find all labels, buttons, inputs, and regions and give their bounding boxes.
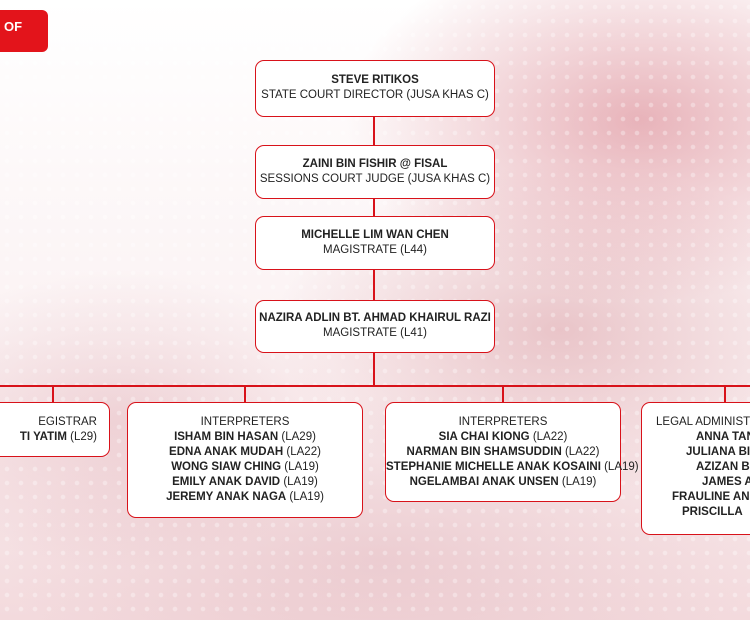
- magistrate-l41-box: NAZIRA ADLIN BT. AHMAD KHAIRUL RAZI MAGI…: [255, 300, 495, 353]
- magistrate-l44-title: MAGISTRATE (L44): [323, 244, 427, 256]
- legal-admin-member: JULIANA BIN: [656, 445, 750, 460]
- connector-magistrate1-magistrate2: [373, 270, 375, 300]
- member-name: AZIZAN BI: [696, 461, 750, 473]
- interpreter-member: EMILY ANAK DAVID (LA19): [128, 475, 362, 490]
- interpreter-member: WONG SIAW CHING (LA19): [128, 460, 362, 475]
- legal-admin-member: PRISCILLA: [656, 505, 750, 520]
- member-name: EMILY ANAK DAVID: [172, 476, 281, 488]
- member-name: JULIANA BIN: [686, 446, 750, 458]
- magistrate-l41-title: MAGISTRATE (L41): [323, 327, 427, 339]
- legal-admin-member: JAMES AN: [656, 475, 750, 490]
- corner-tag: OF: [0, 10, 48, 52]
- interpreters-box-2: INTERPRETERS SIA CHAI KIONG (LA22) NARMA…: [385, 402, 639, 502]
- interpreter-member: ISHAM BIN HASAN (LA29): [128, 430, 362, 445]
- director-box: STEVE RITIKOS STATE COURT DIRECTOR (JUSA…: [255, 60, 495, 117]
- member-name: JEREMY ANAK NAGA: [166, 491, 287, 503]
- member-name: NARMAN BIN SHAMSUDDIN: [406, 446, 562, 458]
- interpreter-member: EDNA ANAK MUDAH (LA22): [128, 445, 362, 460]
- legal-admin-box: LEGAL ADMINIST ANNA TAN JULIANA BIN AZIZ…: [641, 402, 750, 535]
- registrar-box: EGISTRAR TI YATIM (L29): [0, 402, 110, 457]
- interpreter-member: NGELAMBAI ANAK UNSEN (LA19): [386, 475, 620, 490]
- director-title: STATE COURT DIRECTOR (JUSA KHAS C): [261, 89, 489, 101]
- registrar-member: TI YATIM (L29): [0, 430, 97, 445]
- member-name: ISHAM BIN HASAN: [174, 431, 279, 443]
- legal-admin-member: FRAULINE AN: [656, 490, 750, 505]
- director-name: STEVE RITIKOS: [331, 74, 419, 86]
- member-grade: (LA22): [532, 431, 568, 443]
- interpreter-member: STEPHANIE MICHELLE ANAK KOSAINI (LA19): [386, 460, 639, 475]
- member-name: STEPHANIE MICHELLE ANAK KOSAINI: [386, 461, 601, 473]
- legal-admin-member: ANNA TAN: [656, 430, 750, 445]
- member-grade: (LA22): [564, 446, 600, 458]
- member-grade: (LA19): [284, 461, 319, 473]
- connector-drop-legal-admin: [724, 386, 726, 402]
- registrar-heading: EGISTRAR: [38, 416, 97, 428]
- interpreters-2-heading: INTERPRETERS: [458, 416, 548, 428]
- member-name: ANNA TAN: [696, 431, 750, 443]
- connector-drop-registrar: [52, 386, 54, 402]
- sessions-judge-box: ZAINI BIN FISHIR @ FISAL SESSIONS COURT …: [255, 145, 495, 199]
- corner-tag-label: OF: [4, 19, 23, 34]
- member-name: PRISCILLA: [682, 506, 743, 518]
- interpreters-box-1: INTERPRETERS ISHAM BIN HASAN (LA29) EDNA…: [127, 402, 363, 518]
- member-grade: (LA19): [283, 476, 318, 488]
- member-name: FRAULINE AN: [672, 491, 750, 503]
- magistrate-l44-name: MICHELLE LIM WAN CHEN: [301, 229, 449, 241]
- connector-bus: [0, 385, 750, 387]
- member-name: EDNA ANAK MUDAH: [169, 446, 284, 458]
- connector-magistrate2-bus: [373, 353, 375, 386]
- legal-admin-heading: LEGAL ADMINIST: [656, 416, 750, 428]
- member-grade: (LA22): [286, 446, 321, 458]
- member-grade: (LA19): [289, 491, 324, 503]
- member-grade: (LA19): [604, 461, 639, 473]
- connector-judge-magistrate1: [373, 199, 375, 216]
- member-grade: (LA29): [281, 431, 316, 443]
- member-name: SIA CHAI KIONG: [438, 431, 530, 443]
- magistrate-l41-name: NAZIRA ADLIN BT. AHMAD KHAIRUL RAZI: [259, 312, 491, 324]
- sessions-judge-name: ZAINI BIN FISHIR @ FISAL: [302, 158, 448, 170]
- member-name: WONG SIAW CHING: [171, 461, 282, 473]
- interpreters-1-heading: INTERPRETERS: [200, 416, 290, 428]
- connector-drop-interpreters-2: [502, 386, 504, 402]
- sessions-judge-title: SESSIONS COURT JUDGE (JUSA KHAS C): [259, 173, 491, 185]
- interpreter-member: NARMAN BIN SHAMSUDDIN (LA22): [386, 445, 620, 460]
- member-name: TI YATIM: [19, 431, 67, 443]
- interpreter-member: JEREMY ANAK NAGA (LA19): [128, 490, 362, 505]
- connector-director-judge: [373, 117, 375, 145]
- legal-admin-member: AZIZAN BI: [656, 460, 750, 475]
- member-grade: (LA19): [561, 476, 597, 488]
- connector-drop-interpreters-1: [244, 386, 246, 402]
- member-name: NGELAMBAI ANAK UNSEN: [409, 476, 559, 488]
- member-name: JAMES AN: [702, 476, 750, 488]
- member-grade: (L29): [70, 431, 97, 443]
- magistrate-l44-box: MICHELLE LIM WAN CHEN MAGISTRATE (L44): [255, 216, 495, 270]
- interpreter-member: SIA CHAI KIONG (LA22): [386, 430, 620, 445]
